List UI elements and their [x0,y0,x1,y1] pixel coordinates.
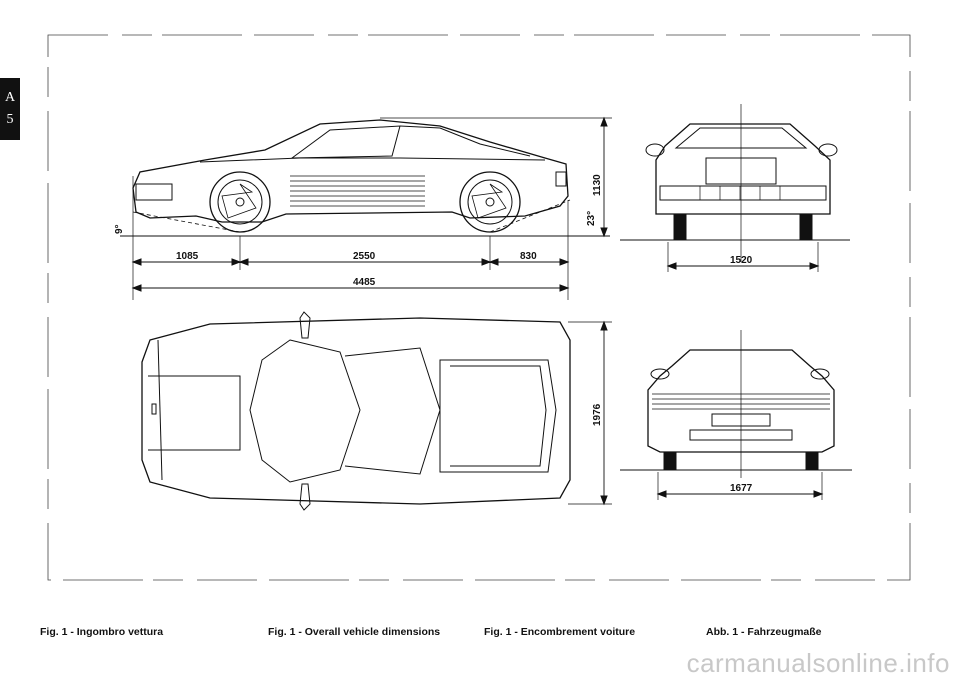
rear-overhang-label: 830 [520,251,537,262]
side-strakes [290,175,425,207]
caption-italian: Fig. 1 - Ingombro vettura [40,626,164,638]
top-view [141,311,612,511]
wheelbase-label: 2550 [353,251,376,262]
section-number: 5 [6,112,14,127]
section-letter: A [4,90,16,105]
rear-view [620,330,852,500]
width-label: 1976 [592,403,603,426]
overall-length-label: 4485 [353,277,376,288]
front-overhang-label: 1085 [176,251,199,262]
page-frame [47,34,911,581]
side-view [120,116,612,300]
caption-german: Abb. 1 - Fahrzeugmaße [706,626,822,638]
caption-french: Fig. 1 - Encombrement voiture [484,626,636,638]
caption-english: Fig. 1 - Overall vehicle dimensions [268,626,441,638]
section-tab: A 5 [0,78,20,140]
front-wheel [209,171,271,233]
front-view [620,104,850,272]
approach-angle-label: 9° [114,224,125,234]
rear-wheel [459,171,521,233]
rear-track-label: 1677 [730,483,753,494]
watermark: carmanualsonline.info [686,648,950,678]
front-track-label: 1520 [730,255,753,266]
height-label: 1130 [592,174,603,196]
departure-angle-label: 23° [586,211,597,226]
